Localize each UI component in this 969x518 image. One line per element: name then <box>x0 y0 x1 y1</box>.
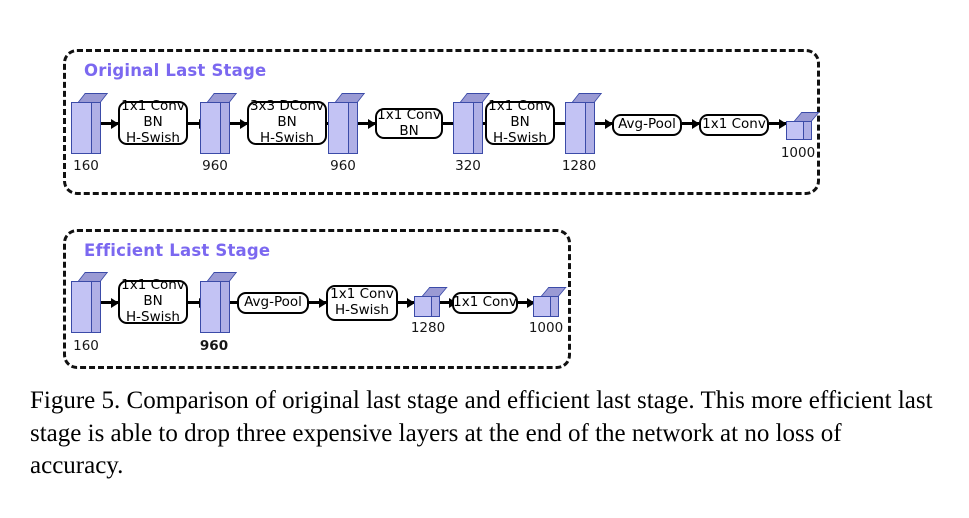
tensor-label-960b-original: 960 <box>330 158 356 174</box>
arrow-6-original <box>443 122 461 125</box>
arrow-11-original <box>769 122 786 125</box>
tensor-slab-960a-original <box>200 93 238 154</box>
arrow-1-original <box>101 122 118 125</box>
op-line: Avg-Pool <box>244 294 302 311</box>
slab-side-face <box>348 102 358 154</box>
arrow-6-efficient <box>440 301 456 304</box>
slab-front-face <box>533 296 551 317</box>
arrow-4-efficient <box>309 301 326 304</box>
slab-front-face <box>453 102 474 154</box>
arrow-2-original <box>188 122 206 125</box>
slab-side-face <box>803 121 812 140</box>
stage-container-original: Original Last Stage <box>63 49 820 195</box>
op-line: BN <box>143 293 163 310</box>
arrow-1-efficient <box>101 301 118 304</box>
op-line: 1x1 Conv <box>453 294 517 311</box>
op-line: 1x1 Conv <box>121 277 185 294</box>
op-box-avg-pool-original: Avg-Pool <box>612 114 682 136</box>
slab-front-face <box>200 102 221 154</box>
slab-side-face <box>220 102 230 154</box>
tensor-slab-960-efficient <box>200 272 238 333</box>
slab-front-face <box>71 281 92 333</box>
slab-front-face <box>565 102 586 154</box>
slab-front-face <box>414 296 432 317</box>
tensor-label-320-original: 320 <box>455 158 481 174</box>
tensor-slab-160-efficient <box>71 272 109 333</box>
tensor-label-1280-original: 1280 <box>561 158 597 174</box>
arrow-10-original <box>682 122 699 125</box>
tensor-cube-1000-efficient <box>533 287 567 317</box>
tensor-label-160-efficient: 160 <box>73 338 99 354</box>
op-box-3x3-dconv-bn-hswish-original: 3x3 DConv BN H-Swish <box>247 98 327 146</box>
slab-front-face <box>71 102 92 154</box>
tensor-label-960-efficient: 960 <box>199 338 229 354</box>
op-line: H-Swish <box>126 129 180 146</box>
op-box-1x1-conv-hswish-efficient: 1x1 Conv H-Swish <box>326 285 398 321</box>
op-box-1x1-conv-bn-hswish-efficient: 1x1 Conv BN H-Swish <box>118 277 188 325</box>
stage-title-efficient: Efficient Last Stage <box>84 241 271 260</box>
op-line: 1x1 Conv <box>377 106 441 123</box>
stage-container-efficient: Efficient Last Stage <box>63 229 571 369</box>
op-line: 1x1 Conv <box>330 286 394 303</box>
op-box-1x1-conv-final-original: 1x1 Conv <box>699 114 769 136</box>
arrow-5-efficient <box>398 301 414 304</box>
op-line: BN <box>510 114 530 131</box>
op-line: 1x1 Conv <box>702 116 766 133</box>
tensor-slab-320-original <box>453 93 491 154</box>
op-box-1x1-conv-bn-hswish-original: 1x1 Conv BN H-Swish <box>118 98 188 146</box>
tensor-slab-160-original <box>71 93 109 154</box>
slab-side-face <box>585 102 595 154</box>
arrow-7-efficient <box>518 301 534 304</box>
op-box-avg-pool-efficient: Avg-Pool <box>237 292 309 314</box>
op-line: BN <box>277 114 297 131</box>
arrow-9-original <box>595 122 612 125</box>
op-line: H-Swish <box>335 302 389 318</box>
op-line: Avg-Pool <box>618 116 676 133</box>
op-box-1x1-conv-final-efficient: 1x1 Conv <box>452 292 518 314</box>
tensor-cube-1000-original <box>786 112 820 140</box>
slab-side-face <box>91 281 101 333</box>
op-line: 1x1 Conv <box>488 98 552 115</box>
figure-caption: Figure 5. Comparison of original last st… <box>30 387 933 479</box>
op-line: H-Swish <box>493 129 547 146</box>
arrow-8-original <box>555 122 572 125</box>
op-line: BN <box>399 122 419 139</box>
tensor-label-960a-original: 960 <box>202 158 228 174</box>
tensor-label-1000-original: 1000 <box>780 145 816 161</box>
op-line: H-Swish <box>260 129 314 146</box>
slab-side-face <box>473 102 483 154</box>
slab-side-face <box>91 102 101 154</box>
arrow-5-original <box>358 122 375 125</box>
stage-title-original: Original Last Stage <box>84 61 267 80</box>
op-box-1x1-conv-bn-original: 1x1 Conv BN <box>375 106 443 139</box>
slab-front-face <box>328 102 349 154</box>
slab-side-face <box>431 296 440 317</box>
slab-side-face <box>220 281 230 333</box>
slab-front-face <box>200 281 221 333</box>
tensor-label-1000-efficient: 1000 <box>528 320 564 336</box>
tensor-label-160-original: 160 <box>73 158 99 174</box>
op-line: H-Swish <box>126 308 180 325</box>
op-box-1x1-conv-bn-hswish-2-original: 1x1 Conv BN H-Swish <box>485 98 555 146</box>
op-line: 1x1 Conv <box>121 98 185 115</box>
op-line: 3x3 DConv <box>249 98 325 115</box>
slab-front-face <box>786 121 804 140</box>
slab-side-face <box>550 296 559 317</box>
tensor-slab-960b-original <box>328 93 366 154</box>
arrow-3-original <box>230 122 247 125</box>
tensor-cube-1280-efficient <box>414 287 448 317</box>
tensor-label-1280-efficient: 1280 <box>410 320 446 336</box>
arrow-2-efficient <box>188 301 206 304</box>
op-line: BN <box>143 114 163 131</box>
tensor-slab-1280-original <box>565 93 603 154</box>
